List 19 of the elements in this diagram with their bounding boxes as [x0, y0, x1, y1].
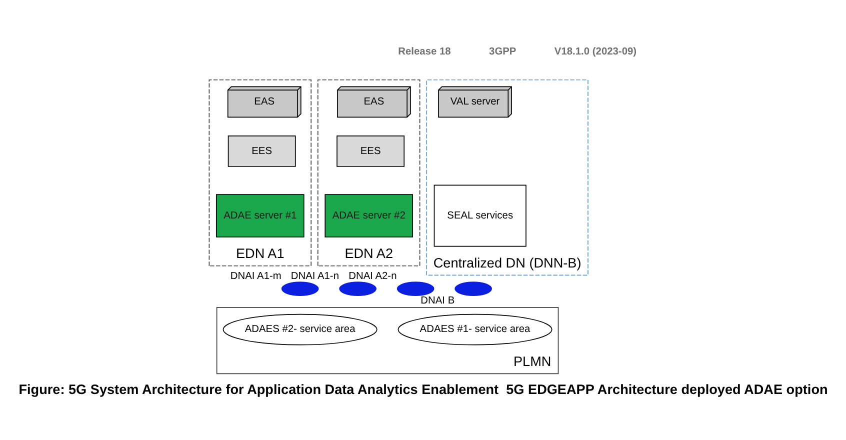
node-label: DNAI B — [420, 296, 455, 307]
caption: Figure: 5G System Architecture for Application Data Analytics Enablement 5G EDGEAPP Architecture deployed ADAE option — [18, 382, 828, 397]
label: V18.1.0 (2023-09) — [554, 46, 637, 58]
node-ellipse — [339, 282, 376, 296]
node-box: ADAE server #2 — [324, 194, 414, 238]
node-box: SEAL services — [434, 184, 526, 247]
node-ellipse: ADAES #1- service area — [398, 314, 552, 346]
node-label: DNAI A1-m — [230, 271, 282, 282]
node-ellipse: ADAES #2- service area — [222, 314, 378, 346]
node-box: ADAE server #1 — [216, 194, 304, 238]
label: Release 18 — [398, 46, 451, 58]
label: 3GPP — [489, 46, 516, 58]
node-label: DNAI A2-n — [348, 271, 397, 282]
node-ellipse — [454, 282, 492, 296]
node-ellipse — [396, 282, 434, 296]
node-box: EES — [336, 136, 405, 167]
node-box: EES — [228, 136, 296, 167]
node-ellipse — [281, 282, 319, 296]
node-label: DNAI A1-n — [290, 271, 339, 282]
